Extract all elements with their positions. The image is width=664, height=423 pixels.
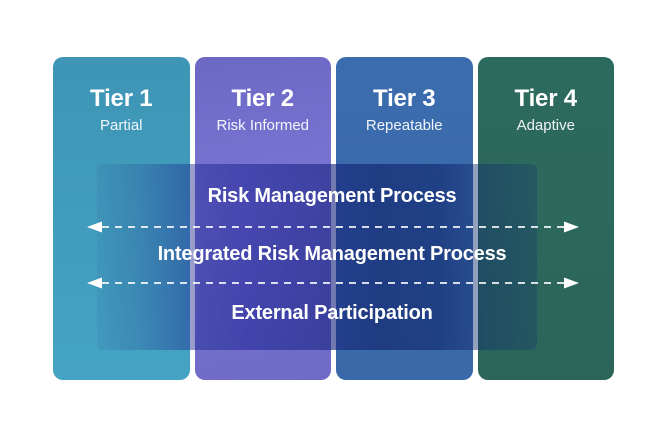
- band-label-integrated-risk-management-process: Integrated Risk Management Process: [157, 243, 507, 265]
- tier-1-title: Tier 1: [90, 85, 153, 112]
- dashed-double-arrow-icon: [87, 277, 579, 289]
- tier-4-title: Tier 4: [514, 85, 578, 112]
- tier-2-subtitle: Risk Informed: [216, 117, 310, 134]
- tier-1-subtitle: Partial: [99, 117, 143, 134]
- tier-3-title: Tier 3: [373, 85, 436, 112]
- tier-4-subtitle: Adaptive: [516, 117, 575, 134]
- tier-2-title: Tier 2: [231, 85, 295, 112]
- band-label-risk-management-process: Risk Management Process: [207, 185, 457, 207]
- overlay-band: [97, 164, 537, 350]
- dashed-double-arrow-icon: [87, 221, 579, 233]
- band-label-external-participation: External Participation: [231, 302, 433, 324]
- tier-3-subtitle: Repeatable: [365, 117, 443, 134]
